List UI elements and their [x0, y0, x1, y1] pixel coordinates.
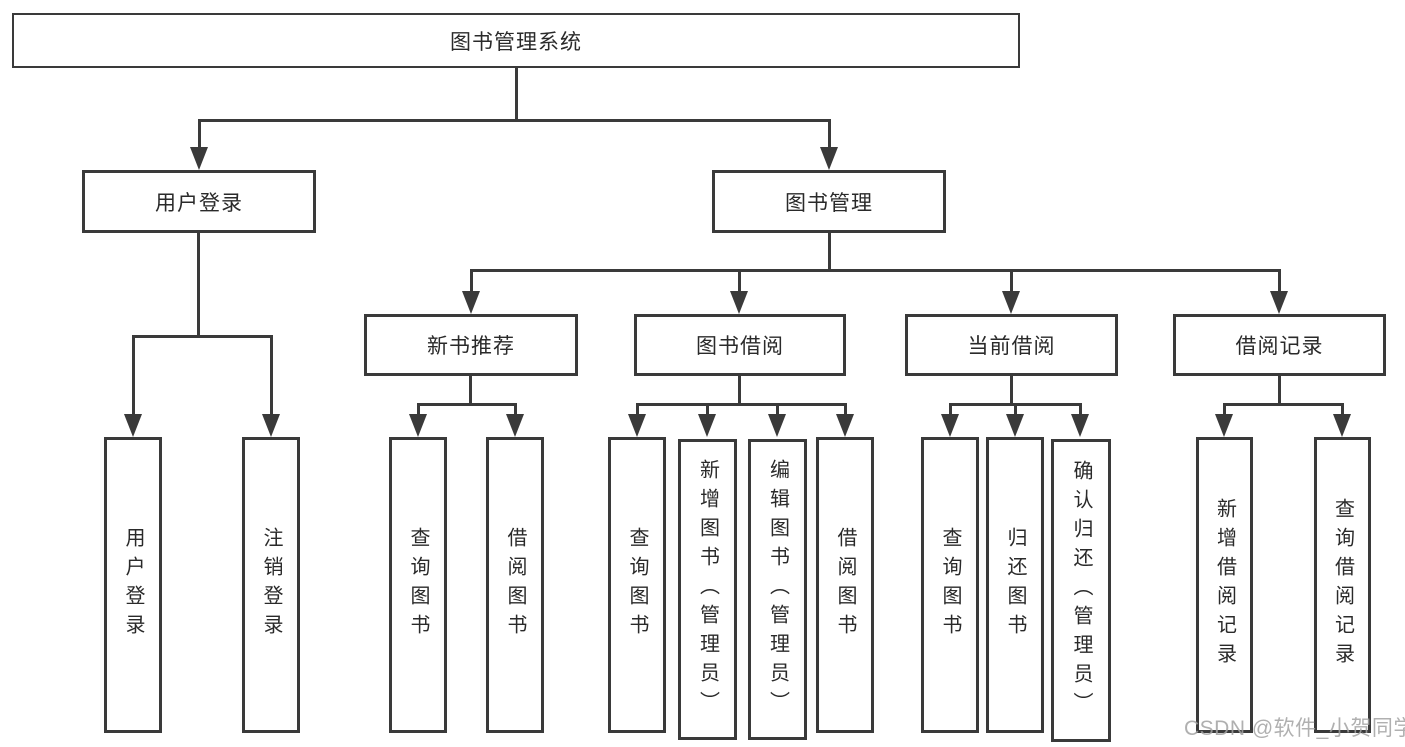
arrow-down-icon: [820, 147, 838, 170]
arrow-down-icon: [730, 291, 748, 314]
arrow-down-icon: [941, 414, 959, 437]
connector-line: [470, 269, 473, 292]
arrow-down-icon: [1071, 414, 1089, 437]
node-book-borrowing: 图书借阅: [634, 314, 846, 376]
connector-line: [738, 269, 741, 292]
connector-line: [949, 403, 952, 415]
node-current-borrowing: 当前借阅: [905, 314, 1118, 376]
leaf-query-books-1: 查询图书: [389, 437, 447, 733]
leaf-edit-books-admin: 编辑图书（管理员）: [748, 439, 807, 740]
connector-line: [1223, 403, 1226, 415]
arrow-down-icon: [1215, 414, 1233, 437]
connector-line: [198, 119, 201, 150]
arrow-down-icon: [1270, 291, 1288, 314]
leaf-return-books: 归还图书: [986, 437, 1044, 733]
node-user-login-branch: 用户登录: [82, 170, 316, 233]
connector-line: [270, 335, 273, 414]
leaf-query-borrow-record: 查询借阅记录: [1314, 437, 1371, 733]
connector-line: [417, 403, 517, 406]
arrow-down-icon: [1002, 291, 1020, 314]
connector-line: [776, 403, 779, 415]
leaf-logout: 注销登录: [242, 437, 300, 733]
arrow-down-icon: [1006, 414, 1024, 437]
connector-line: [636, 403, 639, 415]
leaf-borrow-books-2: 借阅图书: [816, 437, 874, 733]
arrow-down-icon: [462, 291, 480, 314]
arrow-down-icon: [698, 414, 716, 437]
node-root: 图书管理系统: [12, 13, 1020, 68]
connector-line: [844, 403, 847, 415]
connector-line: [1010, 269, 1013, 292]
node-book-management-branch: 图书管理: [712, 170, 946, 233]
leaf-query-books-2: 查询图书: [608, 437, 666, 733]
arrow-down-icon: [506, 414, 524, 437]
leaf-borrow-books-1: 借阅图书: [486, 437, 544, 733]
connector-line: [1223, 403, 1344, 406]
connector-line: [1278, 376, 1281, 405]
connector-line: [469, 376, 472, 405]
arrow-down-icon: [262, 414, 280, 437]
connector-line: [515, 68, 518, 119]
connector-line: [514, 403, 517, 415]
leaf-add-books-admin: 新增图书（管理员）: [678, 439, 737, 740]
arrow-down-icon: [409, 414, 427, 437]
connector-line: [1010, 376, 1013, 405]
connector-line: [470, 269, 1280, 272]
connector-line: [1341, 403, 1344, 415]
leaf-confirm-return-admin: 确认归还（管理员）: [1051, 439, 1111, 742]
arrow-down-icon: [124, 414, 142, 437]
connector-line: [198, 119, 831, 122]
connector-line: [132, 335, 272, 338]
connector-line: [636, 403, 846, 406]
node-borrowing-records: 借阅记录: [1173, 314, 1386, 376]
node-new-book-recommendation: 新书推荐: [364, 314, 578, 376]
arrow-down-icon: [836, 414, 854, 437]
csdn-watermark: CSDN @软件_小贺同学: [1184, 717, 1405, 740]
connector-line: [828, 119, 831, 150]
connector-line: [417, 403, 420, 415]
arrow-down-icon: [768, 414, 786, 437]
leaf-user-login: 用户登录: [104, 437, 162, 733]
connector-line: [132, 335, 135, 414]
leaf-add-borrow-record: 新增借阅记录: [1196, 437, 1253, 733]
arrow-down-icon: [628, 414, 646, 437]
connector-line: [706, 403, 709, 415]
connector-line: [1014, 403, 1017, 415]
leaf-query-books-3: 查询图书: [921, 437, 979, 733]
arrow-down-icon: [1333, 414, 1351, 437]
connector-line: [1079, 403, 1082, 415]
connector-line: [1278, 269, 1281, 292]
connector-line: [828, 233, 831, 271]
arrow-down-icon: [190, 147, 208, 170]
connector-line: [738, 376, 741, 405]
connector-line: [197, 233, 200, 337]
